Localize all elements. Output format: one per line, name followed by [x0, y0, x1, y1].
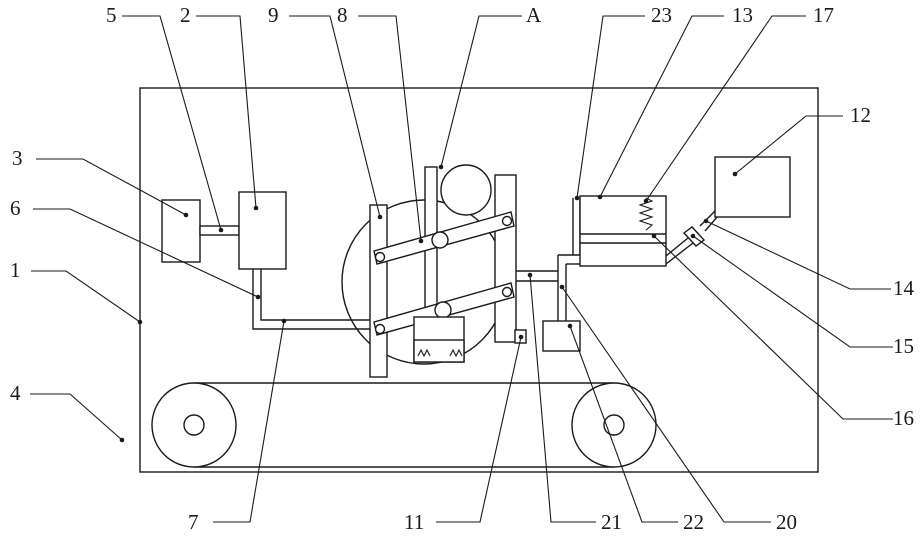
- motor-3: [162, 200, 200, 262]
- gearbox-2: [239, 192, 286, 269]
- label-14: 14: [893, 276, 915, 300]
- label-21: 21: [601, 510, 622, 534]
- label-9: 9: [268, 3, 279, 27]
- label-23: 23: [651, 3, 672, 27]
- label-4: 4: [10, 381, 21, 405]
- cylinder-13: [580, 196, 666, 266]
- label-8: 8: [337, 3, 348, 27]
- frame-1: [140, 88, 818, 472]
- pipe-6-7: [253, 269, 370, 329]
- label-16: 16: [893, 406, 914, 430]
- label-a: A: [526, 3, 542, 27]
- pipes-21-22: [516, 198, 580, 321]
- left-bar-9: [370, 205, 387, 377]
- label-7: 7: [188, 510, 199, 534]
- label-12: 12: [850, 103, 871, 127]
- label-15: 15: [893, 334, 914, 358]
- label-13: 13: [732, 3, 753, 27]
- label-1: 1: [10, 258, 21, 282]
- label-11: 11: [404, 510, 424, 534]
- bottom-piston-block: [414, 317, 464, 362]
- conveyor-belt-4: [152, 383, 656, 467]
- box-12: [715, 157, 790, 217]
- box-20: [543, 321, 580, 351]
- right-bar: [495, 175, 516, 342]
- label-20: 20: [776, 510, 797, 534]
- label-2: 2: [180, 3, 191, 27]
- label-22: 22: [683, 510, 704, 534]
- label-6: 6: [10, 196, 21, 220]
- label-17: 17: [813, 3, 834, 27]
- label-5: 5: [106, 3, 117, 27]
- top-wheel: [441, 165, 491, 215]
- label-3: 3: [12, 146, 23, 170]
